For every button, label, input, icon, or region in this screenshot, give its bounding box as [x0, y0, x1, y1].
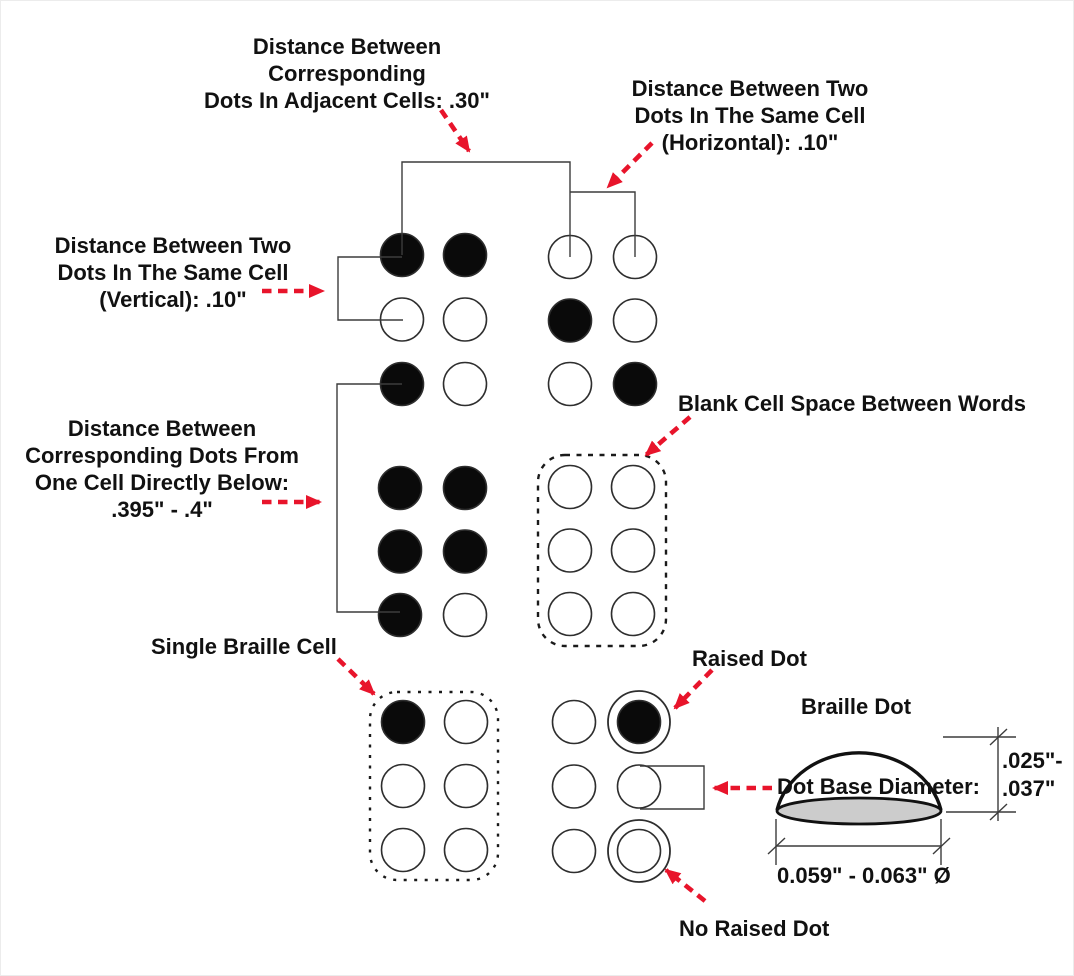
blank-cell-label: Blank Cell Space Between Words [678, 391, 1027, 416]
cell-single-braille-dot-r2c2-empty [443, 763, 489, 809]
bracket-adjacent-cells [401, 161, 571, 257]
measurement-lines-layer [336, 161, 1016, 865]
dot-base-callout-rect [640, 765, 705, 810]
dot-height-dimension-lines [943, 727, 1016, 821]
cell-mid-left-dot-r2c2-filled [442, 529, 488, 574]
dot-base-diameter-label: Dot Base Diameter: [777, 774, 980, 799]
dot-height-label: .025"- .037" [1002, 748, 1063, 801]
vertical-distance-label: Distance Between Two Dots In The Same Ce… [54, 233, 292, 312]
arrow-adjacent-cells [439, 108, 471, 153]
cell-dot-types-dot-r3c1-empty [551, 828, 597, 874]
cell-single-braille-dot-r3c2-empty [443, 827, 489, 873]
cell-blank-space-dot-r3c1-empty [547, 591, 593, 637]
cell-mid-left-dot-r1c2-filled [442, 465, 488, 511]
bracket-cell-below [336, 383, 402, 613]
single-cell-label: Single Braille Cell [151, 634, 337, 659]
cell-single-braille-dot-r3c1-empty [380, 827, 426, 873]
arrow-single-cell [336, 657, 376, 696]
cell-mid-left-dot-r1c1-filled [377, 465, 423, 511]
cell-mid-left-dot-r3c2-empty [442, 592, 488, 638]
cell-dot-types-dot-r1c1-empty [551, 699, 597, 745]
cell-blank-space-dot-r3c2-empty [610, 591, 656, 637]
braille-dot-base-ellipse [775, 796, 943, 826]
cell-dot-types-dot-r1c2-filled [616, 699, 662, 745]
cell-top-left-dot-r2c2-empty [442, 297, 488, 342]
raised-dot-label: Raised Dot [692, 646, 807, 671]
cell-blank-space-dot-r1c1-empty [547, 464, 593, 510]
no-raised-dot-label: No Raised Dot [679, 916, 830, 941]
braille-dot-label: Braille Dot [801, 694, 912, 719]
cell-blank-space-outline [536, 453, 668, 648]
cell-blank-space-dot-r2c2-empty [610, 528, 656, 573]
cell-blank-space-dot-r1c2-empty [610, 464, 656, 510]
cell-top-left-dot-r1c2-filled [442, 232, 488, 278]
braille-dot-dome-arc [775, 751, 943, 811]
cell-dot-types-dot-r2c2-empty [616, 764, 662, 809]
cell-top-right-dot-r3c2-filled [612, 361, 658, 407]
bracket-horizontal-dots [570, 191, 636, 257]
arrow-blank-cell [644, 415, 692, 457]
dot-diameter-label: 0.059" - 0.063" Ø [777, 863, 951, 888]
horizontal-distance-label: Distance Between Two Dots In The Same Ce… [631, 76, 869, 155]
callout-arrows-layer [262, 108, 772, 903]
adjacent-cells-label: Distance Between Corresponding Dots In A… [204, 34, 490, 113]
dot-height-tick-marks [989, 728, 1008, 821]
cell-dot-types-dot-r2c1-empty [551, 764, 597, 809]
dot-diameter-dimension-lines [775, 819, 942, 865]
bracket-vertical-dots [337, 256, 403, 321]
cell-mid-left-dot-r2c1-filled [377, 529, 423, 574]
cell-top-right-dot-r2c2-empty [612, 298, 658, 343]
cell-dot-types-dot-r3c2-empty [616, 828, 662, 874]
braille-cells-layer [368, 232, 671, 883]
arrow-no-raised-dot [664, 868, 707, 903]
cell-mid-left-dot-r3c1-filled [377, 592, 423, 638]
dot-diameter-tick-marks [767, 837, 951, 855]
cell-single-braille-dot-r1c2-empty [443, 699, 489, 745]
line-spacing-label: Distance Between Corresponding Dots From… [25, 416, 299, 522]
cell-top-right-dot-r2c1-filled [547, 298, 593, 343]
cell-blank-space-dot-r2c1-empty [547, 528, 593, 573]
cell-top-left-dot-r3c2-empty [442, 361, 488, 407]
cell-single-braille-dot-r1c1-filled [380, 699, 426, 745]
cell-single-braille-dot-r2c1-empty [380, 763, 426, 809]
arrow-raised-dot [673, 668, 714, 710]
cell-top-right-dot-r3c1-empty [547, 361, 593, 407]
arrow-horizontal-dots [606, 141, 654, 189]
